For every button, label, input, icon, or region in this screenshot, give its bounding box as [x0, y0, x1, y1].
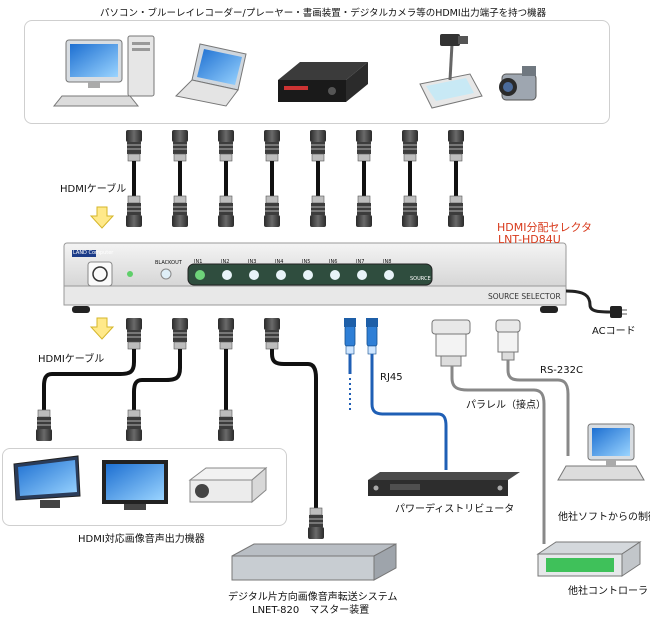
input-label-1: IN1 [194, 259, 203, 265]
desktop-pc-icon [52, 35, 155, 107]
transmission-label-line1: デジタル片方向画像音声転送システム [228, 592, 398, 603]
rj45-cables [343, 317, 448, 470]
parallel-connector [431, 319, 546, 544]
input-hdmi-cables [125, 129, 465, 228]
controller-device [536, 541, 642, 577]
projector-icon [188, 466, 268, 504]
rs232c-label: RS-232C [540, 365, 583, 376]
bluray-recorder-icon [278, 62, 368, 102]
control-pc-icon [557, 423, 645, 481]
video-camera-icon [499, 66, 537, 101]
product-name: HDMI分配セレクタ [497, 221, 593, 234]
other-controller-label: 他社コントローラ [568, 586, 648, 597]
input-label-2: IN2 [221, 259, 230, 265]
hdmi-cable-label-bottom: HDMIケーブル [38, 354, 105, 365]
product-model: LNT-HD84U [498, 233, 561, 246]
output-hdmi-cables [35, 317, 325, 540]
transmission-system-device [231, 543, 397, 581]
input-label-8: IN8 [383, 259, 392, 265]
other-software-label: 他社ソフトからの制御 [558, 512, 650, 523]
input-label-6: IN6 [329, 259, 338, 265]
power-distributor-device [368, 472, 520, 496]
input-label-3: IN3 [248, 259, 257, 265]
top-caption: パソコン・ブルーレイレコーダー/プレーヤー・書画装置・デジタルカメラ等のHDMI… [100, 8, 547, 19]
transmission-label-line2: LNET-820 マスター装置 [252, 605, 370, 616]
ac-cord-label: ACコード [592, 326, 636, 337]
source-label: SOURCE [410, 276, 431, 282]
input-labels: IN1 IN2 IN3 IN4 IN5 IN6 IN7 IN8 [190, 259, 420, 267]
rs232c-connector [495, 319, 570, 456]
power-distributor-label: パワーディストリビュータ [395, 504, 515, 515]
rj45-label: RJ45 [380, 372, 403, 383]
hdmi-selector-device [63, 242, 567, 313]
hdmi-cable-label-top: HDMIケーブル [60, 184, 127, 195]
laptop-icon [174, 43, 247, 107]
blackout-label: BLACKOUT [155, 260, 182, 266]
input-label-7: IN7 [356, 259, 365, 265]
parallel-label: パラレル（接点） [466, 400, 546, 411]
arrow-down-icon [89, 206, 115, 229]
ac-cord [565, 289, 627, 318]
input-label-4: IN4 [275, 259, 284, 265]
output-devices-label: HDMI対応画像音声出力機器 [78, 534, 205, 545]
input-label-5: IN5 [302, 259, 311, 265]
arrow-down-icon [89, 317, 115, 340]
source-selector-caption: SOURCE SELECTOR [488, 292, 561, 301]
brand-logo: LAND Computer [73, 250, 114, 256]
document-camera-icon [419, 34, 483, 109]
tv-icon [102, 460, 168, 510]
monitor-icon [13, 455, 81, 508]
